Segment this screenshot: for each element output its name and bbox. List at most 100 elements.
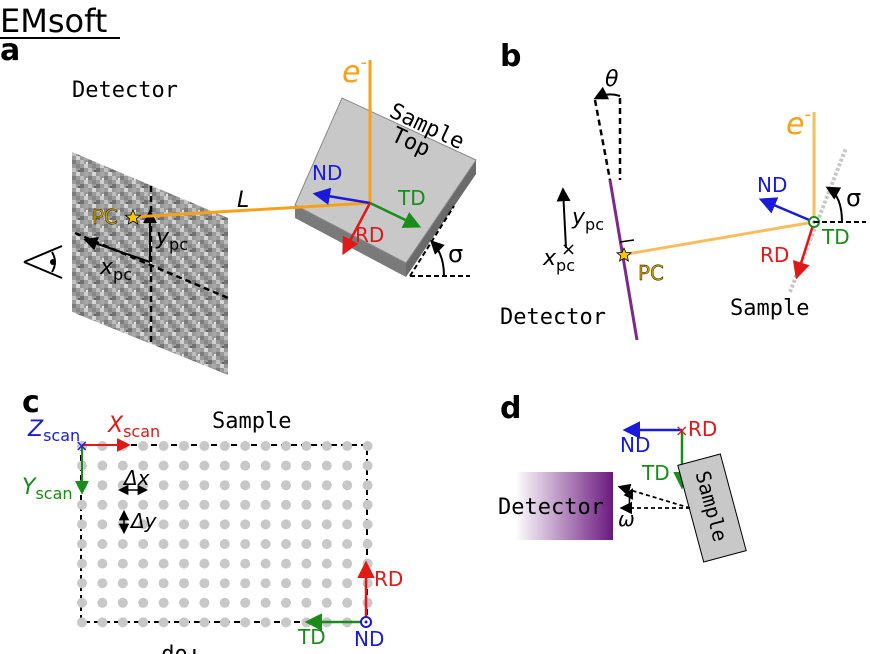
nd-arrow-b xyxy=(758,197,815,224)
sigma-arc-a xyxy=(430,240,445,277)
detector-label-d: Detector xyxy=(498,495,604,520)
y-scan-sub: scan xyxy=(35,484,72,503)
omega-arc xyxy=(623,488,633,509)
scan-point xyxy=(342,539,353,549)
scan-point xyxy=(321,539,332,549)
pc-to-sample-line xyxy=(132,201,371,219)
sigma-label-a: σ xyxy=(448,240,463,268)
rd-label-c: RD xyxy=(374,567,403,591)
scan-point xyxy=(199,578,210,589)
scan-point xyxy=(362,480,373,491)
scan-point xyxy=(362,558,373,569)
scan-point xyxy=(179,480,189,491)
scan-point xyxy=(240,441,251,451)
nd-label-d: ND xyxy=(620,433,650,457)
panel-a-detector-label: Detector xyxy=(72,78,178,103)
scan-point xyxy=(342,578,353,589)
panel-a-label: a xyxy=(0,33,20,68)
scan-point xyxy=(219,578,230,589)
scan-point xyxy=(97,539,108,549)
scan-point xyxy=(117,519,128,530)
ypc-arrow-b xyxy=(556,187,571,249)
sample-label-b: Sample xyxy=(730,296,809,321)
rd-arrow-b xyxy=(792,221,816,280)
scan-point xyxy=(138,539,149,549)
scan-point xyxy=(240,578,251,589)
scan-point xyxy=(281,441,291,451)
nd-label-c: ND xyxy=(354,627,384,651)
scan-point xyxy=(138,441,149,451)
scan-point xyxy=(138,597,149,608)
scan-point xyxy=(362,441,373,451)
xpc-sub-b: pc xyxy=(556,256,575,275)
scan-point xyxy=(260,441,271,451)
L-label: L xyxy=(237,188,249,213)
rd-arrow-a xyxy=(342,202,372,256)
y-scan-label: Y xyxy=(22,475,37,500)
sigma-arc-b xyxy=(825,186,843,223)
scan-point xyxy=(240,499,251,510)
rd-label-b: RD xyxy=(760,243,789,267)
scan-point xyxy=(138,499,149,510)
svg-text:xpc: xpc xyxy=(99,255,132,284)
dx-label: Δx xyxy=(122,466,150,490)
scan-point xyxy=(158,519,169,530)
rd-label-a: RD xyxy=(355,223,384,247)
scan-point xyxy=(77,578,87,589)
scan-point xyxy=(219,539,230,549)
scan-point xyxy=(281,617,291,628)
scan-point xyxy=(362,499,373,510)
scan-point xyxy=(301,460,312,471)
scan-point xyxy=(281,558,291,569)
xpc-label: x xyxy=(99,255,114,280)
sample-box-d xyxy=(677,453,747,563)
scan-point xyxy=(260,597,271,608)
scan-point xyxy=(138,519,149,530)
scan-point xyxy=(77,617,87,628)
scan-point xyxy=(240,480,251,491)
svg-text:ypc: ypc xyxy=(571,205,604,234)
theta-arc xyxy=(593,86,621,100)
scan-point xyxy=(301,480,312,491)
svg-text:Xscan: Xscan xyxy=(107,413,160,441)
pc-label-a: PC xyxy=(92,205,118,229)
rd-label-d: RD xyxy=(688,417,717,441)
td-label-b: TD xyxy=(821,225,850,249)
scan-point xyxy=(301,519,312,530)
scan-point xyxy=(158,441,169,451)
scan-point xyxy=(281,539,291,549)
scan-point xyxy=(281,597,291,608)
nd-label-a: ND xyxy=(312,161,342,185)
scan-point xyxy=(260,499,271,510)
scan-point xyxy=(342,499,353,510)
scan-point xyxy=(179,558,189,569)
scan-point xyxy=(97,597,108,608)
scan-point xyxy=(260,480,271,491)
detector-line-b xyxy=(608,179,639,341)
scan-point xyxy=(301,441,312,451)
scan-point xyxy=(199,460,210,471)
scan-point xyxy=(260,578,271,589)
scan-point xyxy=(138,460,149,471)
xpc-label-b: x xyxy=(542,246,557,271)
scan-point xyxy=(97,519,108,530)
scan-point xyxy=(179,441,189,451)
xpc-sub: pc xyxy=(113,265,132,284)
scan-point xyxy=(117,499,128,510)
svg-text:e-: e- xyxy=(342,52,367,90)
scan-point xyxy=(158,539,169,549)
scan-point xyxy=(281,578,291,589)
detector-plane xyxy=(72,152,228,375)
svg-text:xpc: xpc xyxy=(542,246,575,275)
z-scan-sub: scan xyxy=(43,426,80,445)
scan-point xyxy=(342,597,353,608)
scan-point xyxy=(321,558,332,569)
x-scan-label: X xyxy=(107,413,124,438)
ypc-sub: pc xyxy=(169,235,188,254)
scan-point-grid xyxy=(77,441,373,628)
pc-to-sample-line-b xyxy=(626,220,815,256)
electron-label-b: e xyxy=(786,107,804,142)
panel-d-label: d xyxy=(500,391,521,426)
z-scan-label: Z xyxy=(27,417,44,442)
